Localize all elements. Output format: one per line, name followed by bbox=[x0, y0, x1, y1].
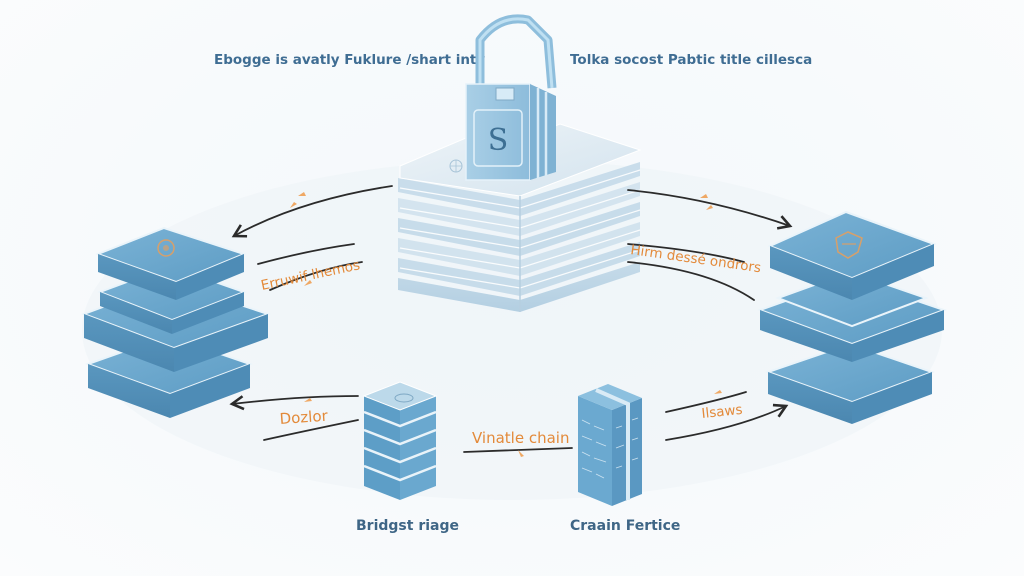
connector-chain-link[interactable]: Vinatle chain bbox=[463, 429, 573, 457]
disk-icon bbox=[394, 393, 414, 403]
edge-label-chain-to-right: Ilsaws bbox=[701, 402, 744, 422]
floor-shadow bbox=[82, 160, 942, 500]
spark-icon bbox=[298, 192, 306, 196]
padlock-icon: S bbox=[465, 14, 557, 181]
edge-label-chain-link: Vinatle chain bbox=[472, 429, 569, 447]
token-emblem-icon bbox=[157, 239, 175, 257]
network-emblem-icon bbox=[449, 159, 463, 173]
spark-icon bbox=[714, 390, 722, 394]
spark-icon bbox=[304, 398, 312, 402]
chain-block[interactable] bbox=[578, 384, 642, 506]
spark-icon bbox=[706, 205, 713, 210]
shield-emblem-icon bbox=[835, 231, 863, 259]
locked-ledger-stack[interactable]: S bbox=[398, 14, 642, 312]
left-chain-stack[interactable] bbox=[81, 226, 272, 418]
connector-bridge-to-left[interactable]: Dozlor bbox=[229, 395, 359, 441]
spark-icon bbox=[700, 194, 708, 198]
spark-icon bbox=[304, 280, 312, 286]
spark-icon bbox=[290, 202, 297, 208]
right-chain-stack[interactable] bbox=[757, 210, 947, 424]
spark-icon bbox=[518, 450, 524, 457]
connector-center-to-right[interactable] bbox=[627, 189, 793, 230]
title-right: Tolka socost Pabtic title cillesca bbox=[570, 52, 812, 68]
connector-chain-to-right[interactable]: Ilsaws bbox=[665, 390, 789, 441]
title-left: Ebogge is avatly Fuklure /shart inty bbox=[214, 52, 485, 68]
bridge-server[interactable] bbox=[362, 381, 438, 500]
edge-label-bridge-to-left: Dozlor bbox=[279, 407, 329, 428]
code-texture bbox=[581, 417, 639, 479]
bridge-server-label: Bridgst riage bbox=[356, 518, 459, 534]
svg-text:S: S bbox=[488, 123, 509, 158]
connector-center-to-left[interactable] bbox=[231, 185, 393, 238]
chain-block-label: Craain Fertice bbox=[570, 518, 680, 534]
